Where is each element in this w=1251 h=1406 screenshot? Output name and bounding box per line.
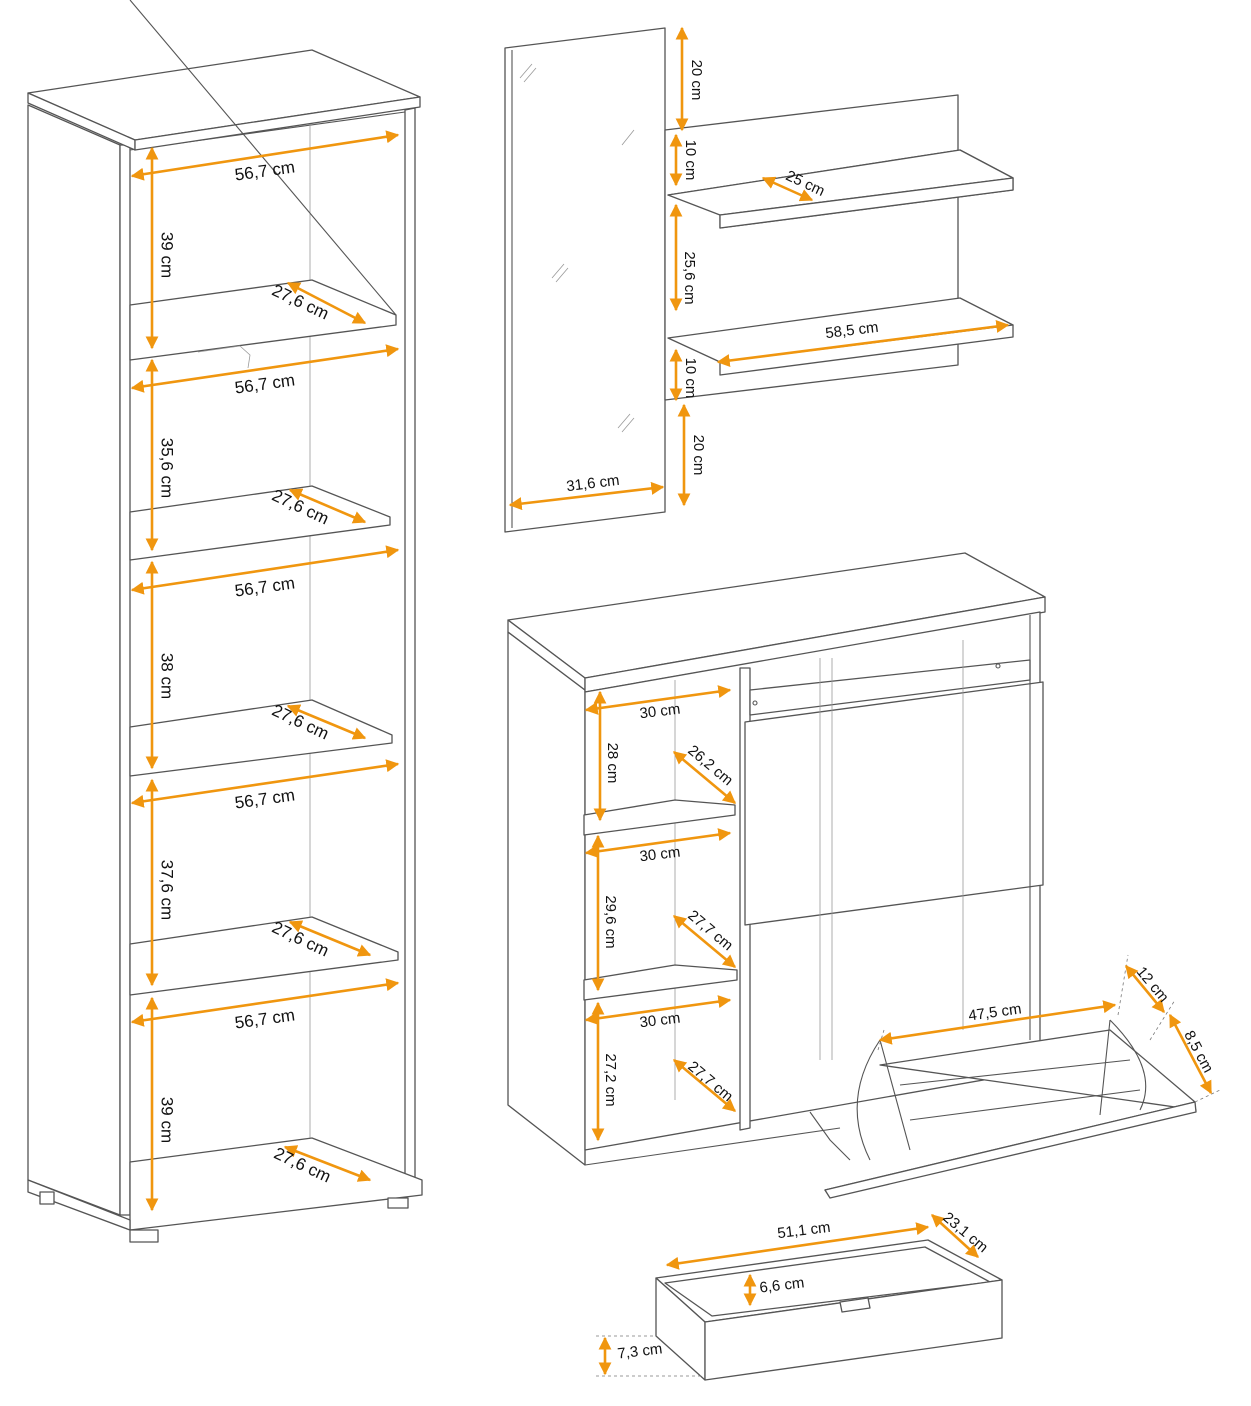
dimension-shoe-cabinet: 28 cm — [593, 690, 621, 822]
dimension-label: 30 cm — [639, 701, 682, 723]
dimension-arrow — [665, 1222, 930, 1270]
dimension-arrow — [130, 759, 400, 808]
dimension-bookcase: 39 cm — [145, 996, 177, 1212]
dimension-shoe-cabinet: 27,2 cm — [591, 1001, 619, 1142]
dimension-bookcase: 56,7 cm — [130, 978, 400, 1033]
dimension-label: 56,7 cm — [234, 785, 297, 812]
dimension-label: 35,6 cm — [158, 438, 177, 498]
dimension-label: 56,7 cm — [234, 573, 297, 600]
dimension-arrow — [130, 978, 400, 1027]
dimension-arrow — [130, 545, 400, 595]
dimension-shoe-cabinet: 30 cm — [584, 685, 732, 723]
dimension-label: 20 cm — [688, 60, 705, 101]
wall-shelf-drawing — [664, 94, 1014, 401]
dimension-label: 10 cm — [682, 358, 699, 399]
bookcase-drawing — [27, 0, 423, 1243]
dimension-mirror-shelf: 10 cm — [669, 133, 699, 187]
dimension-label: 58,5 cm — [824, 319, 879, 342]
dimension-label: 7,3 cm — [617, 1340, 664, 1362]
dimension-bookcase: 38 cm — [145, 560, 177, 770]
dimension-label: 20 cm — [690, 435, 707, 476]
dimension-arrow — [761, 176, 814, 202]
dimension-mirror-shelf: 20 cm — [675, 26, 705, 132]
dimension-bookcase: 56,7 cm — [130, 344, 400, 398]
dimension-label: 39 cm — [158, 1097, 177, 1143]
dimension-label: 56,7 cm — [234, 157, 297, 184]
dimension-mirror-shelf: 25,6 cm — [669, 203, 698, 312]
dimension-label: 27,2 cm — [602, 1053, 619, 1106]
dimension-label: 39 cm — [158, 232, 177, 278]
dimension-shoe-cabinet: 30 cm — [584, 995, 732, 1032]
dimension-label: 51,1 cm — [776, 1219, 831, 1242]
dimension-arrow — [286, 281, 367, 325]
dimension-arrow — [931, 1214, 979, 1258]
dimension-arrow — [716, 320, 1010, 367]
dimension-label: 29,6 cm — [602, 895, 619, 948]
dimension-arrow — [673, 1059, 736, 1112]
dimension-arrow — [878, 1000, 1117, 1045]
dimension-mirror-shelf: 31,6 cm — [508, 472, 665, 511]
dimension-shoe-cabinet: 30 cm — [584, 828, 732, 866]
dimension-drawer: 6,6 cm — [743, 1273, 806, 1307]
dimension-label: 56,7 cm — [234, 370, 297, 397]
drawer-drawing — [596, 1239, 1003, 1381]
dimension-arrow — [130, 344, 400, 393]
dimension-label: 10 cm — [682, 140, 699, 181]
dimension-label: 31,6 cm — [565, 472, 620, 495]
dimension-bookcase: 56,7 cm — [130, 545, 400, 601]
dimension-label: 38 cm — [158, 653, 177, 699]
dimension-arrow — [584, 995, 732, 1025]
dimension-bookcase: 39 cm — [145, 146, 177, 350]
dimension-label: 25,6 cm — [681, 251, 698, 304]
dimension-label: 23,1 cm — [939, 1209, 991, 1256]
dimension-arrow — [584, 685, 732, 715]
dimension-bookcase: 37,6 cm — [145, 778, 177, 987]
dimension-arrow — [1124, 964, 1166, 1014]
dimension-arrow — [288, 488, 367, 524]
dimension-arrow — [286, 704, 367, 740]
dimension-shoe-cabinet: 12 cm — [1124, 964, 1172, 1014]
dimension-shoe-cabinet: 29,6 cm — [591, 834, 619, 992]
dimension-arrow — [673, 751, 736, 804]
dimension-label: 30 cm — [639, 844, 682, 866]
dimension-label: 37,6 cm — [158, 860, 177, 920]
dimension-drawer: 51,1 cm — [665, 1219, 930, 1270]
dimension-arrow — [508, 481, 665, 511]
dimension-mirror-shelf: 10 cm — [669, 348, 699, 402]
dimension-mirror-shelf: 58,5 cm — [716, 319, 1010, 367]
dimension-arrow — [673, 915, 736, 968]
dimension-arrow — [288, 920, 372, 957]
dimension-label: 8,5 cm — [1180, 1028, 1216, 1076]
dimension-arrow — [283, 1145, 372, 1182]
dimension-bookcase: 35,6 cm — [145, 358, 177, 552]
dimension-label: 56,7 cm — [234, 1005, 297, 1032]
mirror-drawing — [504, 27, 666, 533]
dimension-label: 6,6 cm — [759, 1274, 806, 1296]
dimension-arrow — [584, 828, 732, 858]
dimension-drawer: 7,3 cm — [598, 1336, 664, 1376]
dimension-arrow — [1168, 1013, 1213, 1095]
dimension-mirror-shelf: 20 cm — [677, 403, 707, 507]
dimension-shoe-cabinet: 8,5 cm — [1168, 1013, 1217, 1095]
dimension-arrow — [130, 130, 400, 181]
dimension-label: 28 cm — [604, 743, 621, 784]
dimension-label: 30 cm — [639, 1010, 682, 1032]
